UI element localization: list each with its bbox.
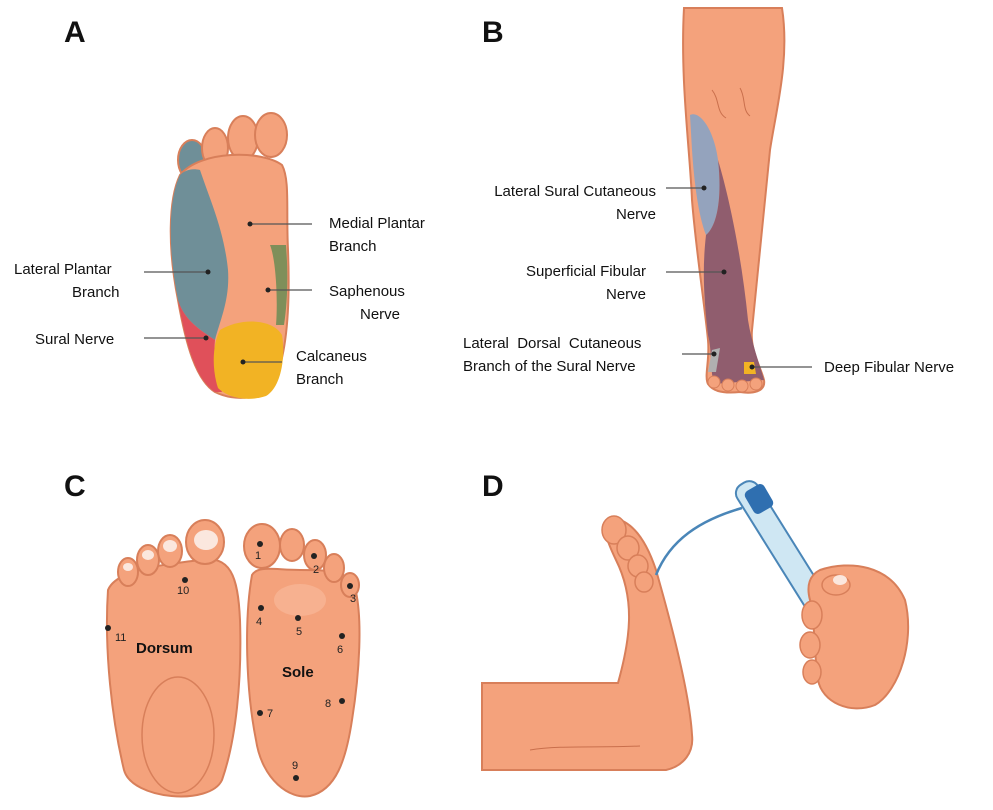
label-lateral-plantar-line2: Branch [14, 281, 120, 304]
panel-d-illustration [482, 477, 908, 770]
point-label-10: 10 [177, 585, 189, 597]
label-lateral-sural-line1: Lateral Sural Cutaneous [466, 180, 656, 203]
point-label-2: 2 [313, 564, 319, 576]
point-label-6: 6 [337, 644, 343, 656]
label-medial-plantar-branch: Medial Plantar Branch [329, 212, 425, 258]
point-label-7: 7 [267, 708, 273, 720]
label-calcaneus-line2: Branch [296, 368, 367, 391]
label-medial-plantar-line1: Medial Plantar [329, 212, 425, 235]
label-sole: Sole [282, 664, 314, 681]
label-medial-plantar-line2: Branch [329, 235, 425, 258]
point-label-9: 9 [292, 760, 298, 772]
point-label-4: 4 [256, 616, 262, 628]
panel-c-sole-foot [244, 524, 359, 797]
point-label-3: 3 [350, 593, 356, 605]
label-deep-fibular-nerve: Deep Fibular Nerve [824, 356, 954, 379]
label-lateral-dorsal-line2: Branch of the Sural Nerve [463, 355, 641, 378]
label-lateral-sural-cutaneous-nerve: Lateral Sural Cutaneous Nerve [466, 180, 656, 226]
point-label-1: 1 [255, 550, 261, 562]
panel-c-dorsum-foot [105, 520, 240, 796]
label-dorsum: Dorsum [136, 640, 193, 657]
point-label-11: 11 [115, 632, 126, 644]
label-calcaneus-branch: Calcaneus Branch [296, 345, 367, 391]
point-label-8: 8 [325, 698, 331, 710]
label-lateral-plantar-branch: Lateral Plantar Branch [14, 258, 120, 304]
label-saphenous-line2: Nerve [329, 303, 405, 326]
label-lateral-dorsal-line1: Lateral Dorsal Cutaneous [463, 332, 641, 355]
label-sural-nerve: Sural Nerve [35, 328, 114, 351]
panel-a-foot [144, 113, 312, 399]
point-label-5: 5 [296, 626, 302, 638]
label-superficial-fibular-line2: Nerve [466, 283, 646, 306]
label-superficial-fibular-line1: Superficial Fibular [466, 260, 646, 283]
label-saphenous-nerve: Saphenous Nerve [329, 280, 405, 326]
label-lateral-sural-line2: Nerve [466, 203, 656, 226]
label-saphenous-line1: Saphenous [329, 280, 405, 303]
label-superficial-fibular-nerve: Superficial Fibular Nerve [466, 260, 646, 306]
label-calcaneus-line1: Calcaneus [296, 345, 367, 368]
panel-b-leg [666, 8, 812, 393]
label-lateral-dorsal-cutaneous-branch: Lateral Dorsal Cutaneous Branch of the S… [463, 332, 641, 378]
label-lateral-plantar-line1: Lateral Plantar [14, 258, 120, 281]
